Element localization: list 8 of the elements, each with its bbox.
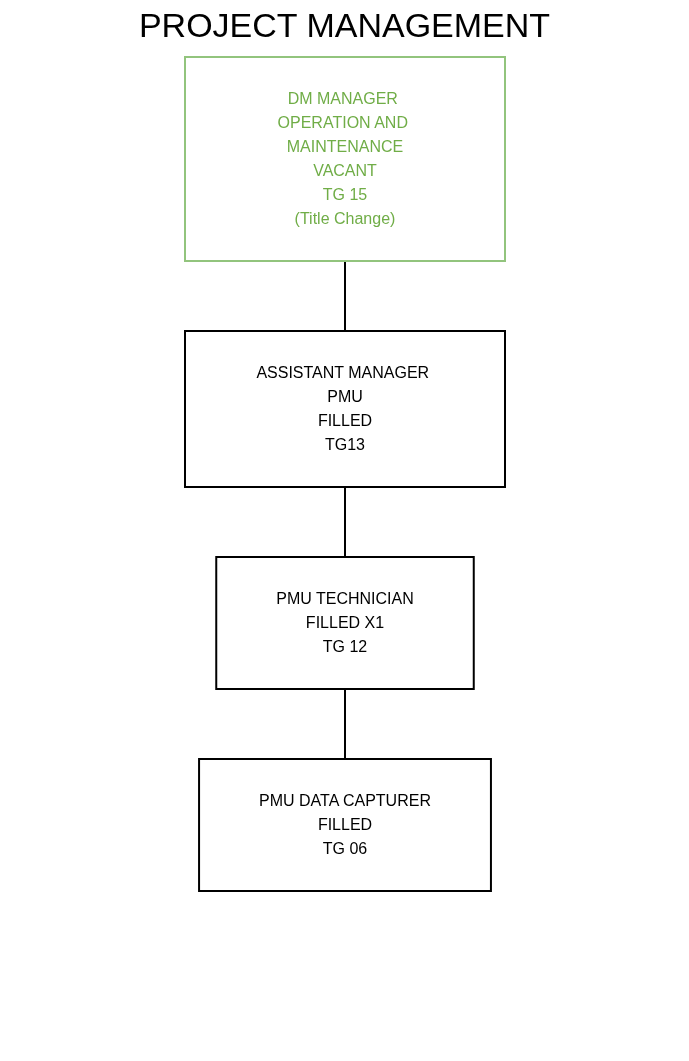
- connector: [343, 486, 346, 558]
- node-box: ASSISTANT MANAGER PMU FILLED TG13: [183, 330, 506, 488]
- diagram-title: PROJECT MANAGEMENT: [137, 6, 552, 45]
- connector: [343, 260, 346, 332]
- node-box: PMU TECHNICIAN FILLED X1 TG 12: [214, 556, 475, 690]
- node-box: PMU DATA CAPTURER FILLED TG 06: [197, 758, 492, 892]
- connector: [343, 688, 346, 760]
- node-box: DM MANAGER OPERATION AND MAINTENANCE VACANT TG 15 (Title Change): [183, 56, 506, 262]
